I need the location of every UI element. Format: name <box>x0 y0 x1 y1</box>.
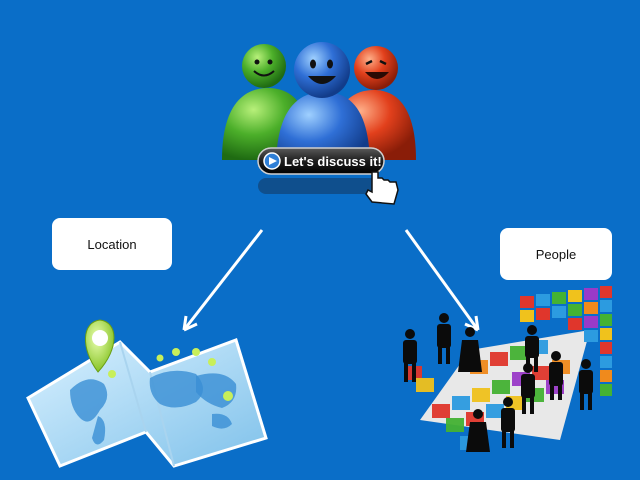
map-pin-icon <box>192 348 200 356</box>
location-label-box: Location <box>52 218 172 270</box>
people-puzzle-image <box>403 286 612 452</box>
discuss-button[interactable]: Let's discuss it! <box>257 147 385 194</box>
arrow-to-location <box>182 229 264 332</box>
map-pin-icon <box>223 391 233 401</box>
map-pin-icon <box>172 348 180 356</box>
business-people-silhouettes <box>403 313 593 452</box>
location-label: Location <box>87 236 137 252</box>
world-map-image <box>26 319 268 468</box>
people-label: People <box>535 246 577 262</box>
map-pin-icon <box>208 358 216 366</box>
hand-cursor-icon <box>365 171 399 205</box>
map-pin-icon <box>85 319 115 373</box>
people-label-box: People <box>500 228 612 280</box>
arrow-to-people <box>404 229 480 332</box>
map-pin-icon <box>156 354 164 362</box>
map-pin-icon <box>108 370 116 378</box>
discuss-button-label: Let's discuss it! <box>284 154 382 169</box>
